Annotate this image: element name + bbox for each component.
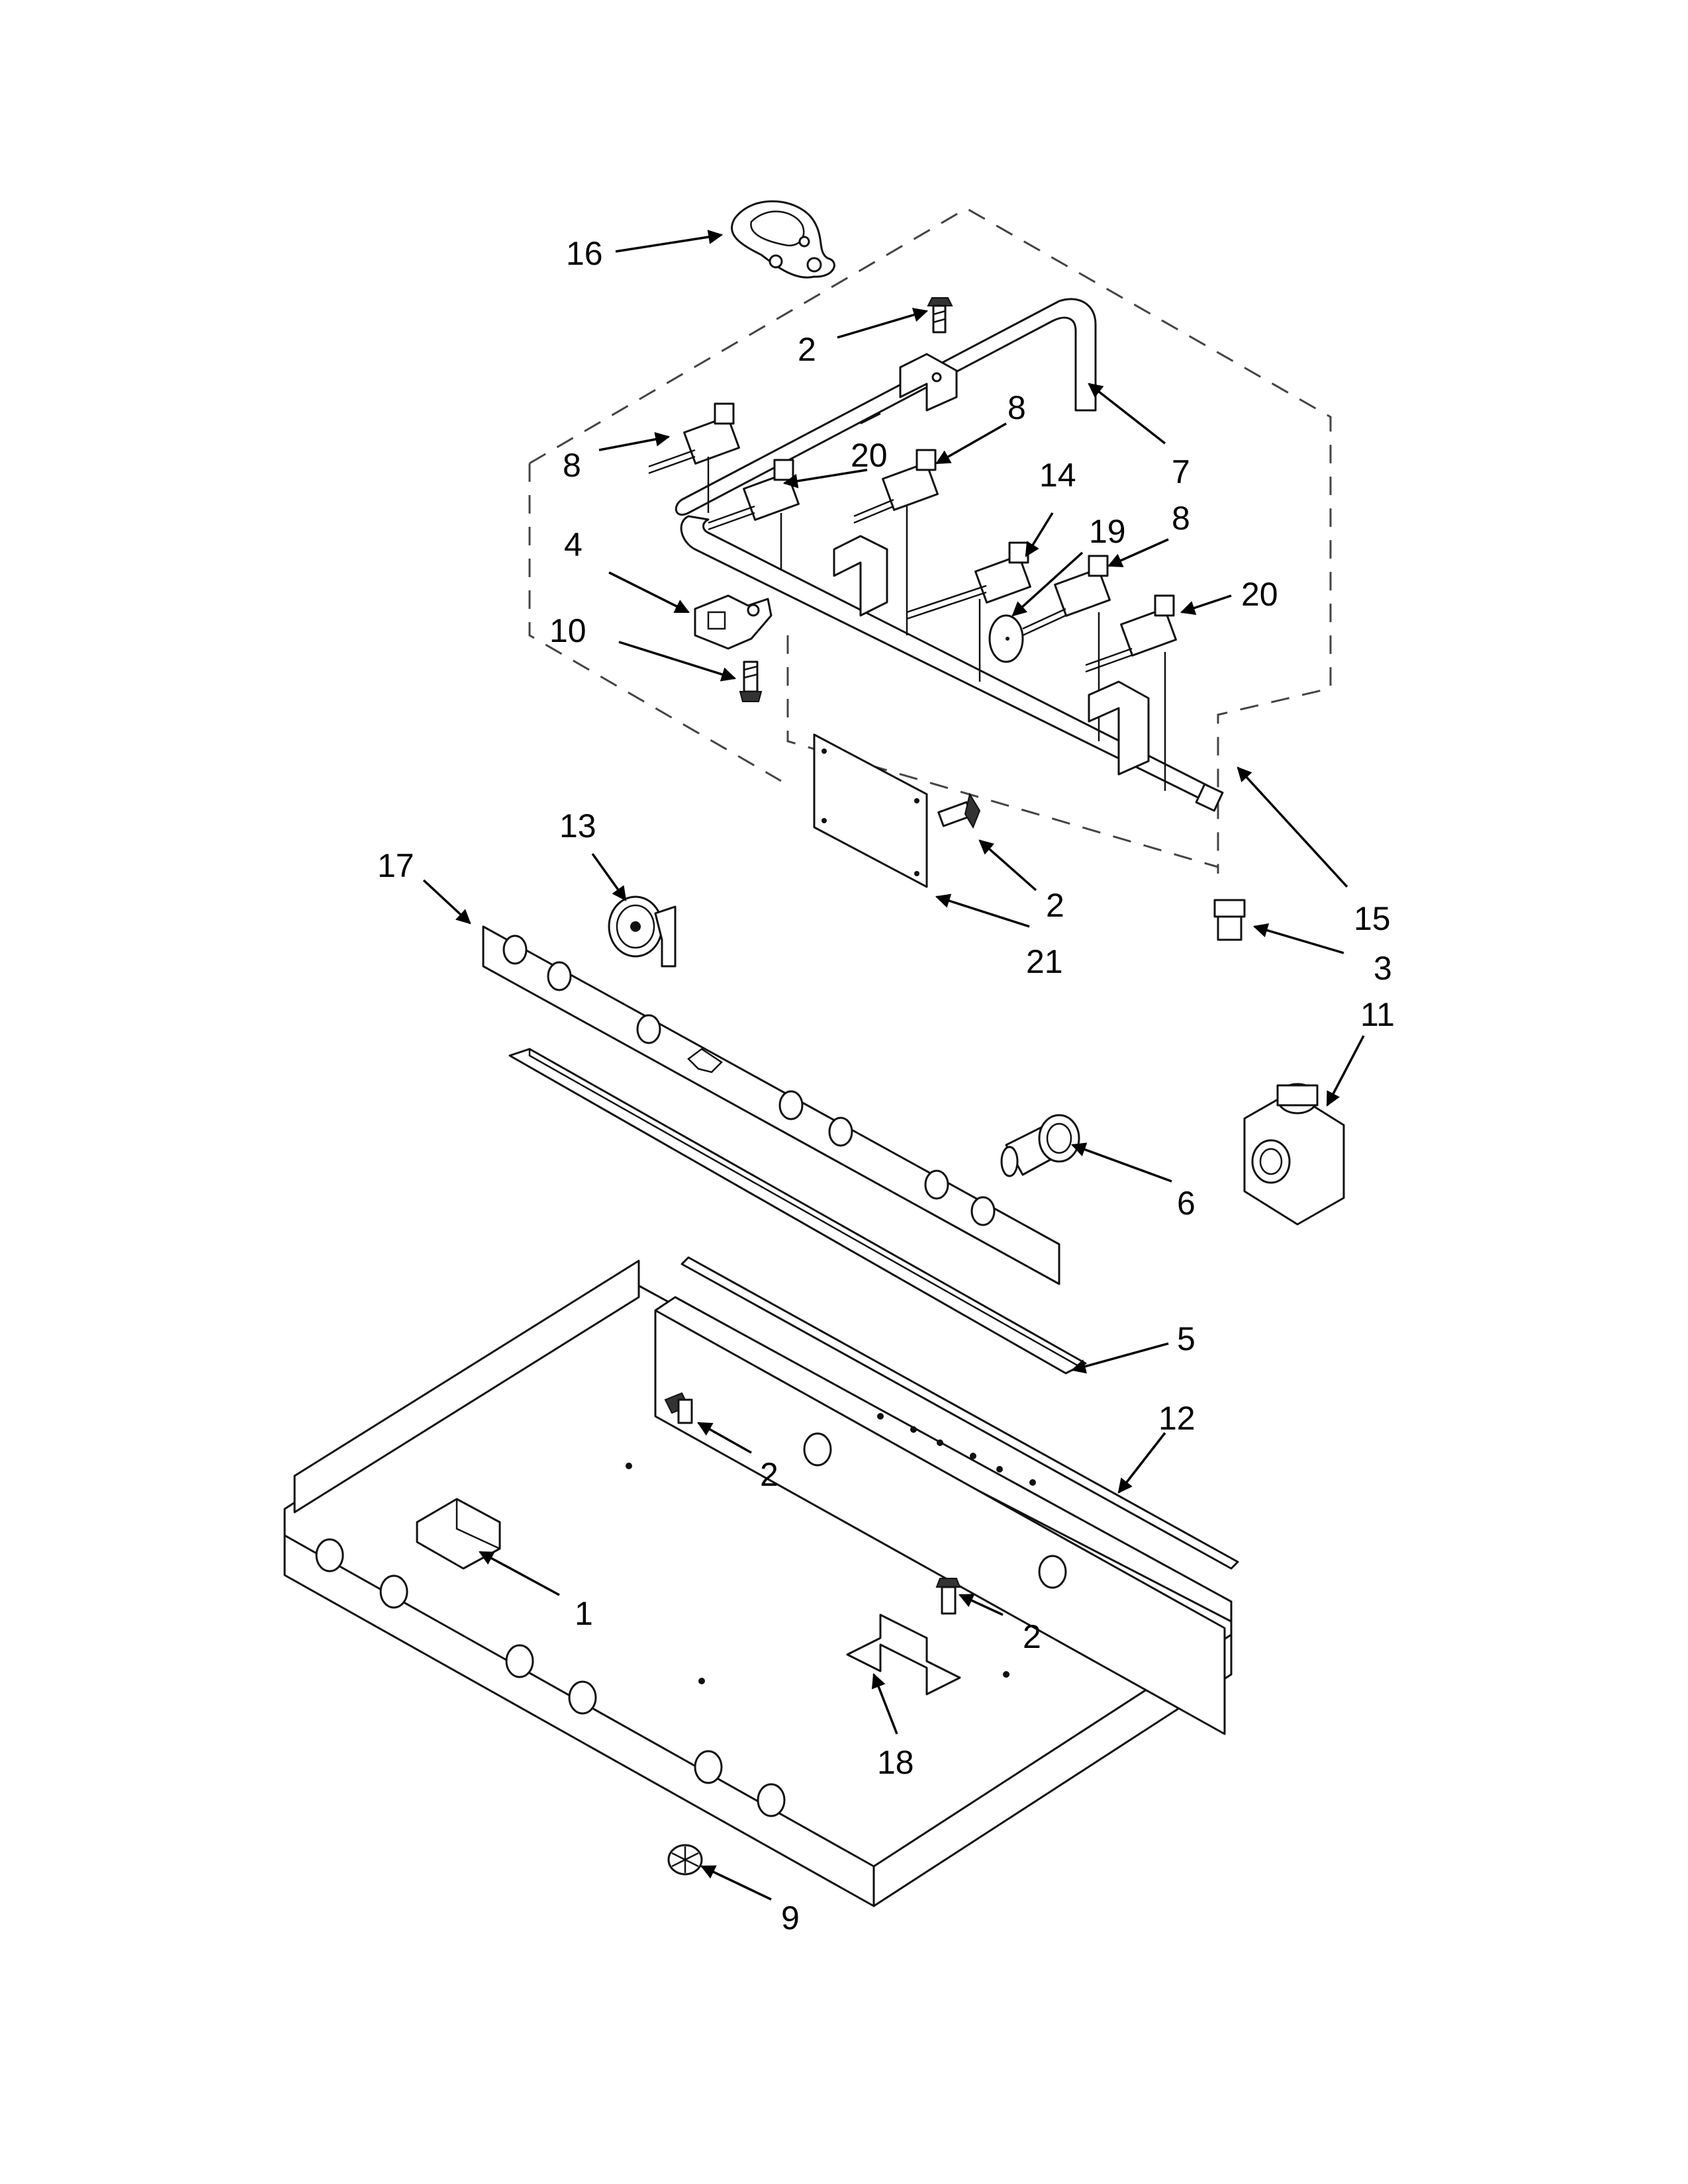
bracket-part-18 (846, 1614, 961, 1696)
callout-2-middle: 2 (1046, 887, 1064, 924)
callout-18: 18 (877, 1744, 914, 1781)
valve-part-8-c (1022, 555, 1111, 741)
callout-3: 3 (1374, 950, 1392, 987)
screw-part-2-pan-a (664, 1392, 693, 1424)
callout-labels: 16 2 8 8 20 7 14 19 8 4 20 10 13 17 2 15… (377, 235, 1395, 1936)
callout-8-left: 8 (563, 447, 581, 484)
callout-10: 10 (549, 612, 586, 649)
valve-part-8-a (648, 402, 740, 513)
screw-part-2-pan-b (935, 1578, 961, 1615)
pipe-bracket-middle (833, 535, 888, 617)
callout-12: 12 (1158, 1400, 1196, 1437)
screw-part-10 (739, 660, 763, 702)
callout-7: 7 (1172, 453, 1190, 490)
regulator-part-11 (1243, 1083, 1345, 1226)
foot-part-9 (667, 1844, 703, 1876)
callout-14: 14 (1039, 457, 1076, 494)
callout-11: 11 (1360, 996, 1395, 1033)
panel-part-21 (813, 733, 928, 888)
leader-lines (422, 230, 1365, 1901)
callout-19: 19 (1089, 513, 1126, 550)
valve-part-20-b (1085, 594, 1177, 791)
valve-part-14 (906, 541, 1031, 682)
valve-part-8-b (853, 449, 939, 635)
callout-8-right: 8 (1172, 500, 1190, 537)
washer-part-19 (988, 614, 1024, 663)
callout-20-left: 20 (851, 437, 888, 474)
screw-part-2-top (927, 297, 953, 334)
pipe-bracket-right (1088, 680, 1150, 776)
callout-20-right: 20 (1241, 576, 1278, 613)
callout-6: 6 (1177, 1185, 1196, 1222)
callout-16: 16 (566, 235, 603, 272)
callout-2-top: 2 (798, 331, 816, 368)
igniter-part-6 (1000, 1114, 1080, 1177)
callout-15: 15 (1354, 900, 1391, 937)
control-panel-part-17 (482, 925, 1060, 1285)
knob-part-13 (608, 895, 677, 968)
base-pan-part-12 (283, 1256, 1239, 1907)
pipe-bracket-top (899, 353, 958, 412)
callout-9: 9 (781, 1899, 800, 1936)
callout-2-pan-left: 2 (760, 1456, 778, 1493)
callout-13: 13 (559, 807, 596, 844)
assembly-boundary (528, 207, 1332, 874)
callout-17: 17 (377, 847, 414, 884)
callout-21: 21 (1026, 943, 1063, 980)
fitting-part-3 (1213, 899, 1246, 941)
callout-8-center: 8 (1008, 389, 1026, 426)
screw-part-2-middle (937, 792, 981, 829)
callout-5: 5 (1177, 1320, 1196, 1357)
gasket-part-16 (731, 200, 835, 279)
callout-2-pan-right: 2 (1023, 1618, 1041, 1655)
bracket-part-4 (694, 594, 773, 650)
callout-1: 1 (575, 1595, 593, 1632)
callout-4: 4 (564, 526, 583, 563)
bracket-part-1 (416, 1498, 501, 1570)
